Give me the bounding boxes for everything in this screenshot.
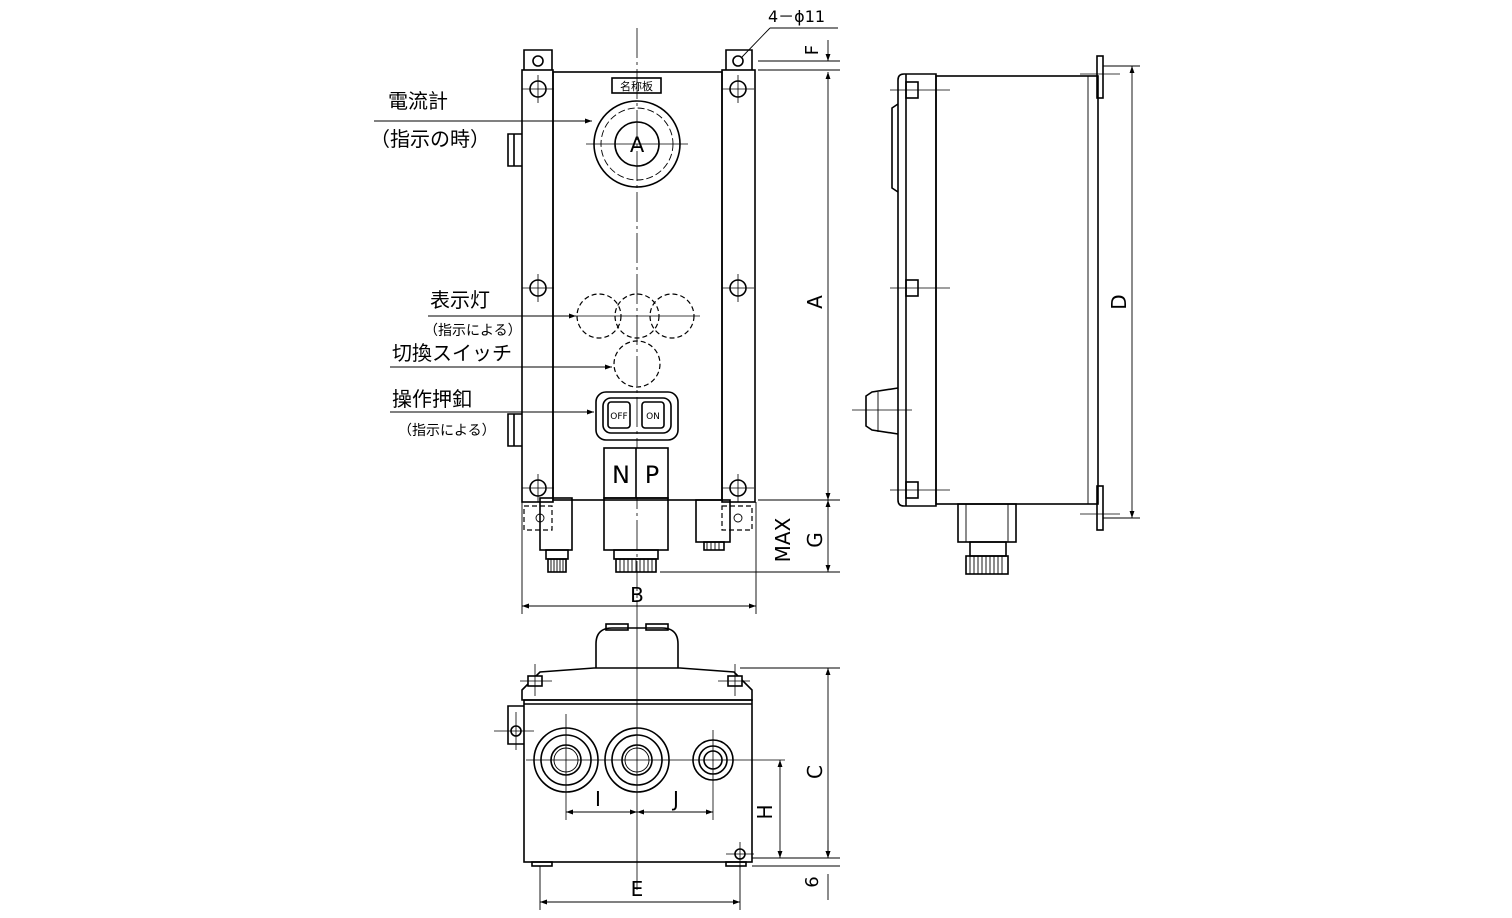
callout-ammeter: 電流計 <box>388 89 448 113</box>
enclosure-face <box>552 71 723 501</box>
hole-spec-label: 4－ϕ11 <box>768 7 825 26</box>
side-bottom-flange <box>1096 485 1104 531</box>
dim-6-label: 6 <box>802 876 823 887</box>
mount-hole-icon <box>732 55 744 67</box>
bottom-view: I J H C 6 E <box>494 600 840 910</box>
dim-D-label: D <box>1107 294 1131 309</box>
side-top-flange <box>1096 55 1104 99</box>
on-button <box>641 401 665 429</box>
side-bottom-gland <box>957 503 1017 543</box>
side-meter-bulge <box>891 103 899 193</box>
side-view: D <box>852 55 1140 575</box>
dim-G-label: G <box>803 532 827 548</box>
dim-I-label: I <box>595 787 601 811</box>
dim-B-label: B <box>630 583 644 607</box>
dim-F-label: F <box>802 45 823 55</box>
dim-max-label: MAX <box>771 517 795 562</box>
callout-ammeter-note: （指示の時） <box>370 127 490 151</box>
callout-push-button-note: （指示による） <box>398 423 496 439</box>
bottom-glands <box>523 497 753 573</box>
nameplate <box>611 77 662 94</box>
dim-H-label: H <box>753 804 777 819</box>
dim-C-label: C <box>803 765 827 779</box>
callout-selector-switch: 切換スイッチ <box>392 341 512 365</box>
indicator-lamps <box>570 293 700 339</box>
front-dimensions: 4－ϕ11 F A G MAX B <box>521 7 840 614</box>
dim-E-label: E <box>631 877 644 901</box>
side-gland-lower <box>507 413 522 447</box>
np-n-label: N <box>612 461 630 489</box>
callouts: 電流計 （指示の時） 表示灯 （指示による） 切換スイッチ 操作押釦 （指示によ… <box>370 89 612 439</box>
selector-switch <box>613 340 661 388</box>
nameplate-label: 名称板 <box>620 79 653 93</box>
ammeter-symbol: A <box>630 133 645 157</box>
left-mounting-rail <box>521 69 554 503</box>
top-left-tab <box>523 49 553 70</box>
side-cover <box>897 73 937 507</box>
right-mounting-rail <box>721 69 756 503</box>
mount-hole-icon <box>532 55 544 67</box>
on-button-label: ON <box>646 412 660 422</box>
gland-openings <box>526 600 785 890</box>
callout-push-button: 操作押釦 <box>392 387 472 411</box>
bottom-body <box>523 699 753 863</box>
callout-indicator-lamp-note: （指示による） <box>424 323 522 339</box>
top-right-tab <box>725 49 753 70</box>
push-button-unit: OFF ON <box>595 391 679 441</box>
off-button-label: OFF <box>610 412 627 422</box>
dim-A-label: A <box>803 295 827 309</box>
side-body <box>935 75 1099 505</box>
off-button <box>607 401 631 429</box>
dim-J-label: J <box>671 787 679 811</box>
np-p-label: P <box>645 461 659 489</box>
front-view: 名称板 A OFF ON N P <box>507 28 756 600</box>
callout-indicator-lamp: 表示灯 <box>430 288 490 312</box>
ammeter: A <box>586 100 688 188</box>
side-gland <box>865 387 899 435</box>
rail-bolts <box>522 75 754 502</box>
side-gland-upper <box>507 133 522 167</box>
